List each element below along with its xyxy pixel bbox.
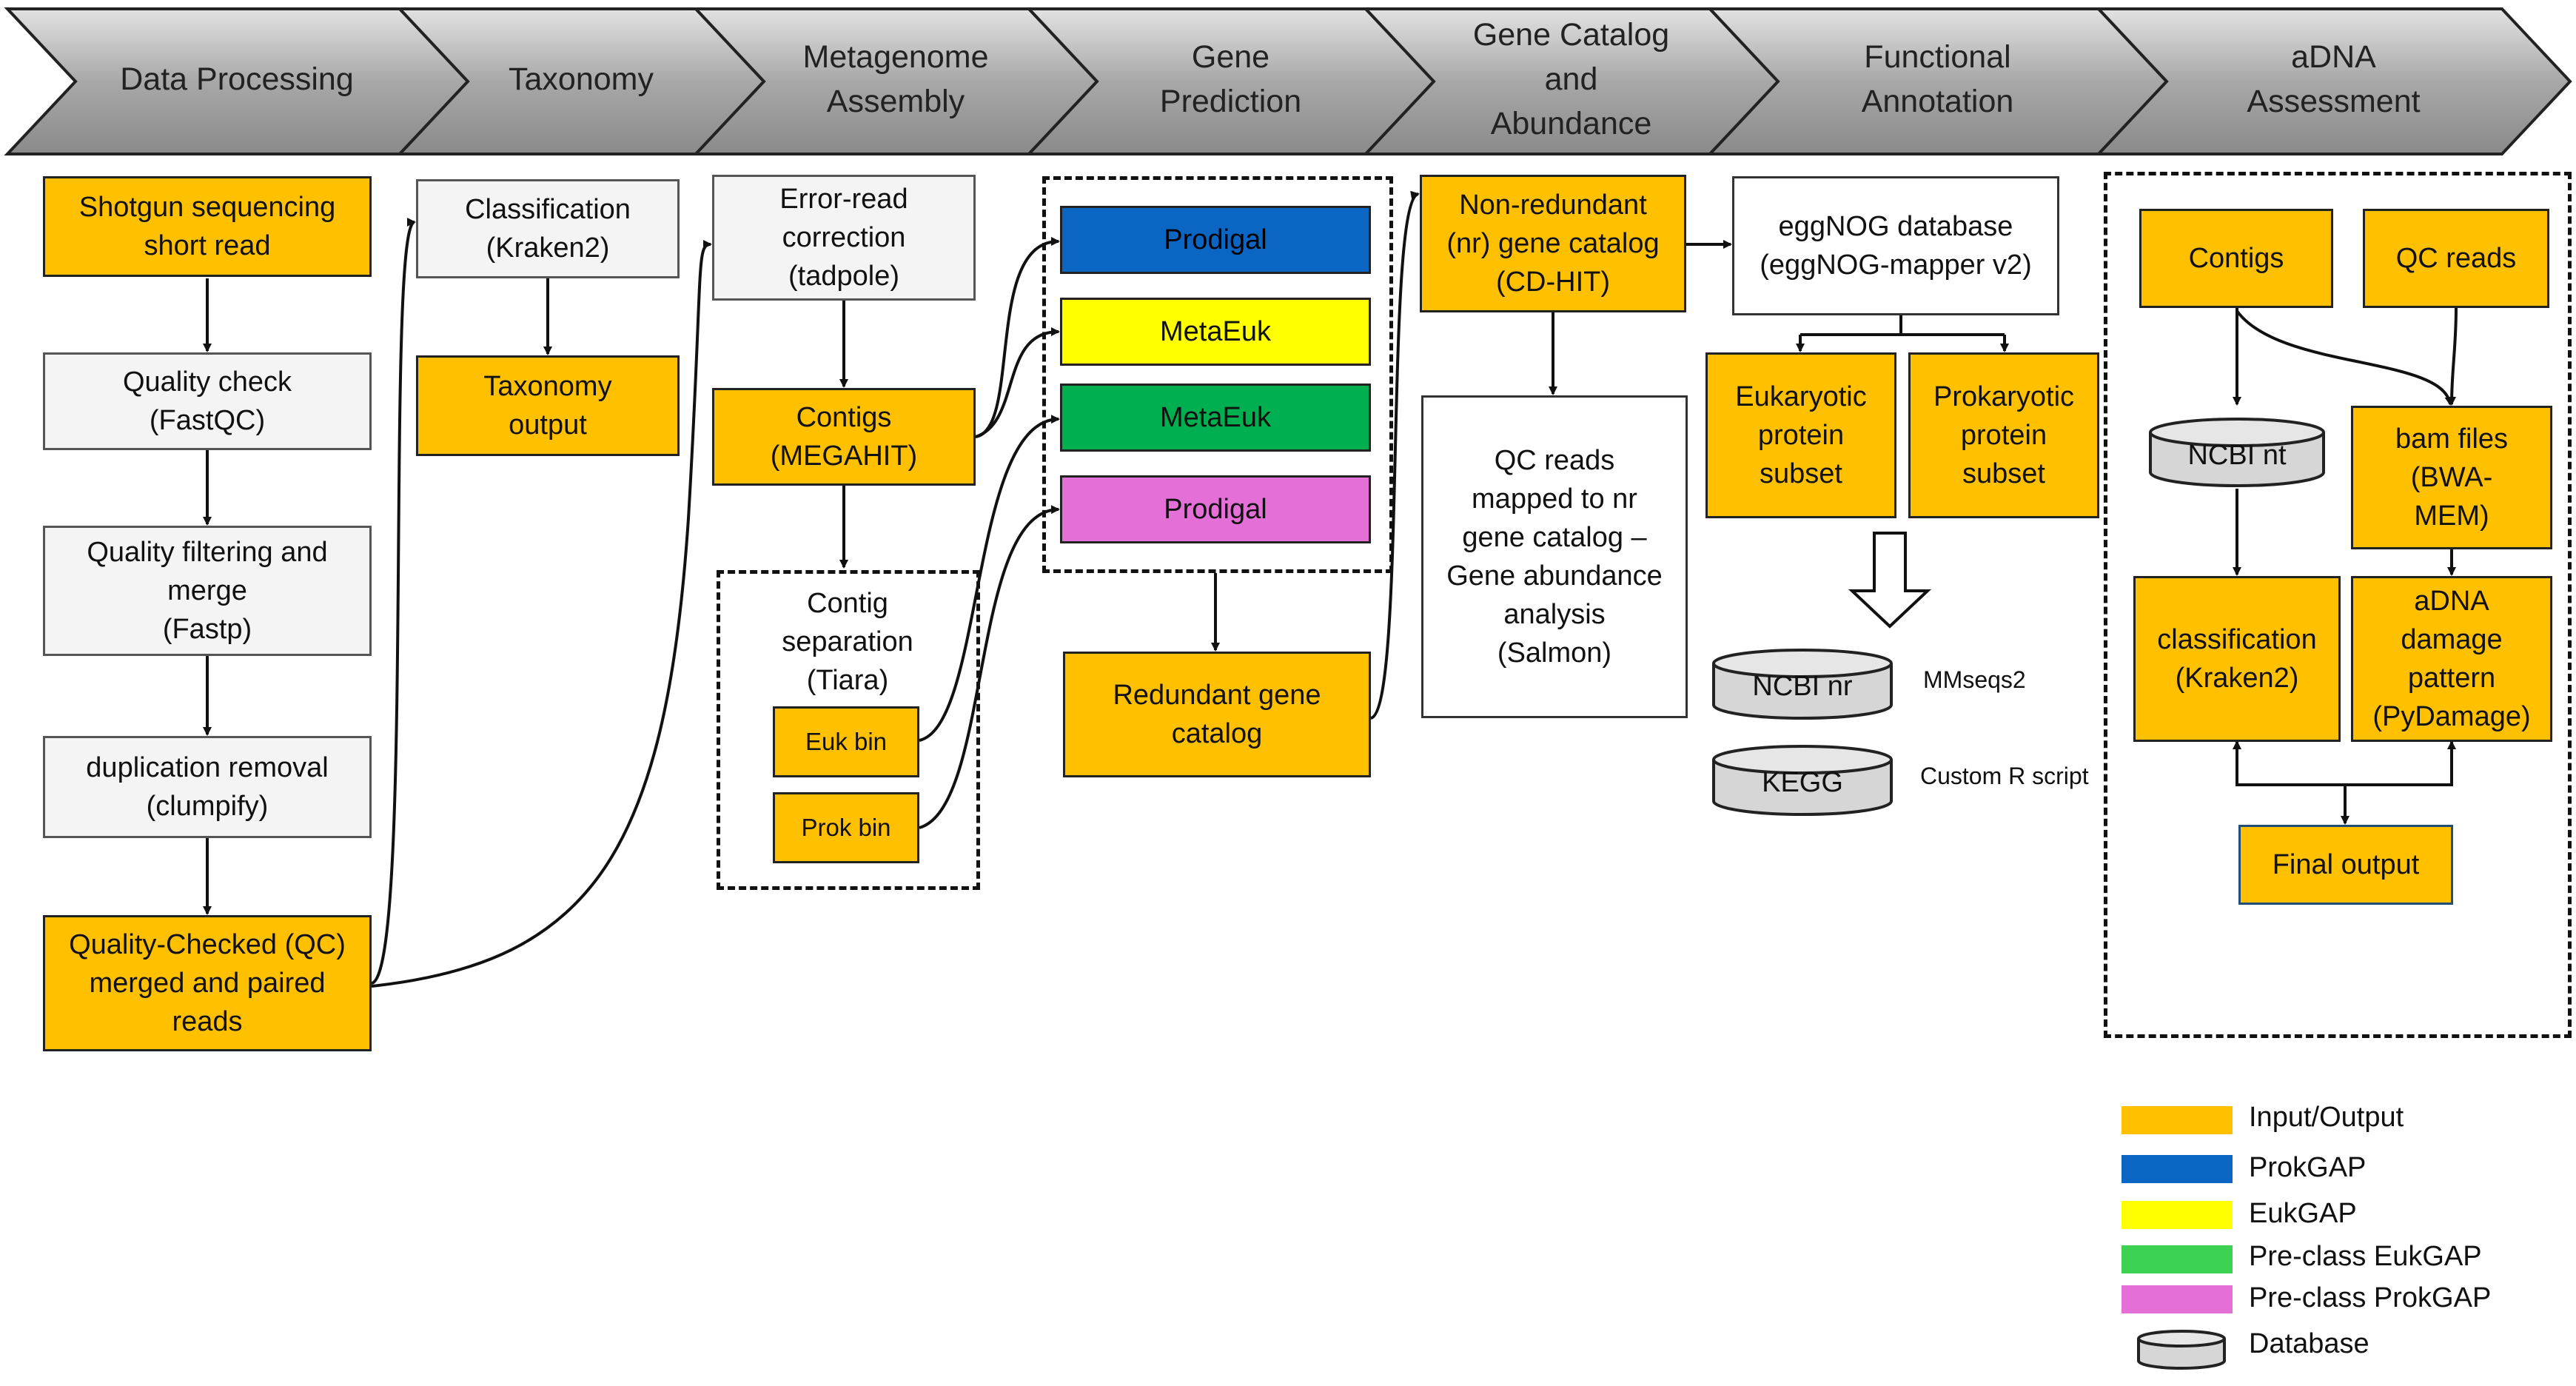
quality-filtering-box: Quality filtering and merge (Fastp) — [43, 526, 372, 656]
redundant-gene-catalog-box: Redundant gene catalog — [1063, 652, 1371, 777]
qc-reads-box: Quality-Checked (QC) merged and paired r… — [43, 915, 372, 1051]
prodigal-prokgap-box: Prodigal — [1060, 206, 1371, 274]
taxonomy-output-box: Taxonomy output — [416, 355, 680, 456]
arrow-qc-to-classification — [370, 218, 416, 985]
damage-pattern-box: aDNA damage pattern (PyDamage) — [2351, 576, 2552, 742]
kegg-label: KEGG — [1762, 767, 1843, 798]
stage-label-functional: Functional Annotation — [1861, 39, 2014, 119]
stage-label-gene-prediction: Gene Prediction — [1159, 39, 1302, 119]
ncbi-nt-label: NCBI nt — [2187, 440, 2287, 471]
metaeuk-eukgap-box: MetaEuk — [1060, 298, 1371, 366]
stage-label-gene-catalog: Gene Catalog and Abundance — [1472, 17, 1670, 141]
ncbi-nt-database-icon: NCBI nt — [2148, 418, 2326, 489]
duplication-removal-box: duplication removal (clumpify) — [43, 736, 372, 838]
contig-separation-group — [717, 570, 980, 890]
legend-label-eukgap: EukGAP — [2249, 1198, 2357, 1229]
prokaryotic-subset-box: Prokaryotic protein subset — [1908, 352, 2099, 518]
stage-header — [4, 7, 2572, 155]
ncbi-nr-label: NCBI nr — [1752, 671, 1853, 702]
arrow-qcreads-to-bam — [2447, 307, 2458, 406]
prok-bin-box: Prok bin — [773, 792, 919, 863]
legend-label-preprok: Pre-class ProkGAP — [2249, 1282, 2492, 1313]
error-read-correction-box: Error-read correction (tadpole) — [712, 175, 976, 301]
arrow-prokbin-to-prodigal — [919, 505, 1060, 829]
contigs-megahit-box: Contigs (MEGAHIT) — [712, 388, 976, 486]
adna-group — [2104, 172, 2572, 1038]
eukaryotic-subset-box: Eukaryotic protein subset — [1705, 352, 1896, 518]
classification-kraken2-box: Classification (Kraken2) — [416, 179, 680, 278]
legend-database-icon — [2136, 1330, 2227, 1371]
legend-swatch-preeuk — [2121, 1245, 2233, 1273]
gene-abundance-box: QC reads mapped to nr gene catalog – Gen… — [1421, 395, 1688, 718]
euk-bin-box: Euk bin — [773, 706, 919, 777]
legend-label-preeuk: Pre-class EukGAP — [2249, 1241, 2482, 1272]
legend-swatch-eukgap — [2121, 1201, 2233, 1229]
stage-label-assembly: Metagenome Assembly — [802, 39, 989, 119]
arrow-to-damage-from-final — [2345, 740, 2456, 786]
legend-label-database: Database — [2249, 1328, 2369, 1359]
adna-contigs-box: Contigs — [2139, 209, 2333, 308]
legend-swatch-prokgap — [2121, 1155, 2233, 1183]
custom-r-script-label: Custom R script — [1920, 763, 2089, 789]
stage-label-taxonomy: Taxonomy — [509, 61, 654, 97]
legend-label-prokgap: ProkGAP — [2249, 1152, 2367, 1183]
gene-prediction-group — [1042, 176, 1393, 573]
eggnog-box: eggNOG database (eggNOG-mapper v2) — [1732, 176, 2059, 315]
mmseqs2-label: MMseqs2 — [1923, 666, 2026, 693]
arrow-eggnog-to-subsets — [1800, 315, 2005, 336]
stage-label-data-processing: Data Processing — [120, 61, 354, 97]
arrow-eukbin-to-metaeuk — [919, 415, 1060, 742]
hollow-down-arrow-icon — [1848, 532, 1932, 629]
legend-label-io: Input/Output — [2249, 1102, 2404, 1133]
stage-chevron-7 — [2095, 7, 2572, 155]
legend-swatch-preprok — [2121, 1285, 2233, 1313]
stage-label-adna: aDNA Assessment — [2247, 39, 2421, 119]
contig-separation-label: Contig separation (Tiara) — [782, 588, 913, 696]
shotgun-sequencing-box: Shotgun sequencing short read — [43, 176, 372, 277]
arrow-contigs-to-prodigal — [975, 237, 1060, 438]
final-output-box: Final output — [2238, 825, 2453, 905]
kegg-database-icon: KEGG — [1711, 745, 1894, 817]
arrow-to-classification-from-final — [2233, 740, 2345, 786]
bam-files-box: bam files (BWA- MEM) — [2351, 406, 2552, 549]
arrow-contigs-to-bam — [2235, 309, 2454, 406]
nonredundant-gene-catalog-box: Non-redundant (nr) gene catalog (CD-HIT) — [1420, 175, 1686, 312]
adna-classification-box: classification (Kraken2) — [2133, 576, 2341, 742]
arrow-redundant-to-nr — [1369, 190, 1420, 720]
arrow-qc-to-tadpole — [371, 240, 712, 988]
prodigal-preclass-box: Prodigal — [1060, 475, 1371, 543]
legend-swatch-io — [2121, 1106, 2233, 1134]
adna-qc-reads-box: QC reads — [2363, 209, 2549, 308]
arrow-contigs-to-metaeuk — [975, 327, 1060, 438]
metaeuk-preclass-box: MetaEuk — [1060, 384, 1371, 452]
quality-check-box: Quality check (FastQC) — [43, 352, 372, 450]
ncbi-nr-database-icon: NCBI nr — [1711, 649, 1894, 721]
